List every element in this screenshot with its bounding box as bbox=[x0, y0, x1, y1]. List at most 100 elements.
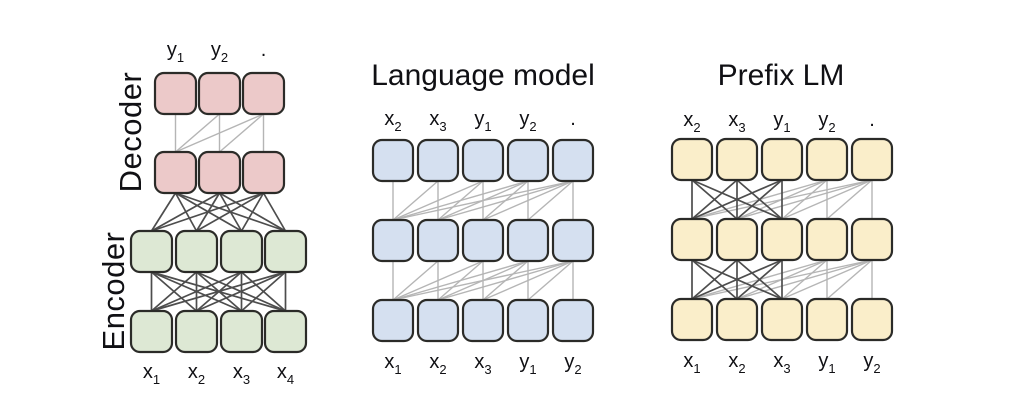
token-block bbox=[805, 297, 849, 342]
token-block bbox=[153, 150, 198, 195]
attention-edge-causal bbox=[736, 179, 873, 220]
token-label: x2 bbox=[429, 351, 446, 377]
attention-edge-causal bbox=[437, 260, 574, 301]
token-block bbox=[715, 217, 759, 262]
token-label: . bbox=[261, 39, 267, 61]
attention-edge-causal bbox=[736, 259, 873, 300]
attention-edge-fully_visible bbox=[196, 192, 264, 232]
token-block bbox=[263, 309, 308, 354]
attention-edge-causal bbox=[482, 180, 574, 221]
token-label: y2 bbox=[564, 351, 581, 377]
token-block bbox=[551, 298, 595, 343]
attention-edge-causal bbox=[826, 179, 873, 220]
attention-edge-fully_visible bbox=[691, 259, 738, 300]
attention-edge-causal bbox=[781, 259, 873, 300]
token-label: . bbox=[570, 108, 576, 130]
token-label: x2 bbox=[384, 108, 401, 134]
token-block bbox=[760, 137, 804, 182]
token-block bbox=[670, 217, 714, 262]
token-block bbox=[129, 229, 174, 274]
token-block bbox=[461, 298, 505, 343]
token-label: . bbox=[869, 109, 875, 131]
attention-edge-causal bbox=[392, 180, 529, 221]
token-label: x1 bbox=[683, 350, 700, 376]
attention-edge-fully_visible bbox=[262, 192, 287, 232]
attention-edge-causal bbox=[437, 180, 574, 221]
attention-edge-causal bbox=[781, 179, 873, 220]
token-block bbox=[461, 218, 505, 263]
attention-edge-causal bbox=[482, 260, 574, 301]
attention-edge-fully_visible bbox=[691, 259, 783, 300]
token-block bbox=[371, 138, 415, 183]
token-label: x3 bbox=[773, 350, 790, 376]
token-label: x3 bbox=[429, 108, 446, 134]
token-label: y1 bbox=[773, 109, 790, 135]
token-block bbox=[760, 297, 804, 342]
attention-edge-causal bbox=[392, 260, 529, 301]
attention-edge-fully_visible bbox=[150, 192, 177, 232]
attention-edge-causal bbox=[392, 260, 484, 301]
attention-edge-fully_visible bbox=[151, 271, 242, 312]
token-block bbox=[416, 138, 460, 183]
token-label: y2 bbox=[818, 109, 835, 135]
attention-edge-causal bbox=[175, 113, 220, 153]
attention-edge-causal bbox=[527, 260, 574, 301]
token-label: x1 bbox=[143, 361, 160, 387]
token-block bbox=[153, 71, 198, 116]
attention-edge-causal bbox=[826, 259, 873, 300]
attention-edge-fully_visible bbox=[151, 192, 264, 232]
token-label: x3 bbox=[728, 109, 745, 135]
token-block bbox=[371, 218, 415, 263]
token-block bbox=[219, 309, 264, 354]
attention-edge-causal bbox=[392, 180, 439, 221]
attention-edge-fully_visible bbox=[150, 271, 198, 312]
attention-edge-fully_visible bbox=[240, 192, 265, 232]
token-label: x3 bbox=[474, 351, 491, 377]
token-label: y1 bbox=[167, 39, 184, 65]
attention-edge-causal bbox=[392, 260, 574, 301]
attention-edge-fully_visible bbox=[691, 179, 783, 220]
token-block bbox=[197, 150, 242, 195]
token-block bbox=[850, 297, 894, 342]
token-block bbox=[174, 309, 219, 354]
token-label: y2 bbox=[519, 108, 536, 134]
token-block bbox=[371, 298, 415, 343]
token-block bbox=[461, 138, 505, 183]
attention-edge-fully_visible bbox=[691, 179, 738, 220]
attention-edge-fully_visible bbox=[151, 192, 220, 232]
token-label: y1 bbox=[519, 351, 536, 377]
token-label: y2 bbox=[863, 350, 880, 376]
token-block bbox=[551, 138, 595, 183]
attention-edge-causal bbox=[392, 180, 574, 221]
attention-edge-fully_visible bbox=[736, 259, 783, 300]
diagram-title-language-model: Language model bbox=[371, 59, 595, 92]
attention-edge-fully_visible bbox=[151, 271, 286, 312]
token-block bbox=[760, 217, 804, 262]
attention-edge-causal bbox=[219, 113, 264, 153]
token-block bbox=[715, 137, 759, 182]
token-block bbox=[715, 297, 759, 342]
token-block bbox=[551, 218, 595, 263]
attention-edge-causal bbox=[527, 180, 574, 221]
token-block bbox=[219, 229, 264, 274]
encoder-side-label: Encoder bbox=[96, 231, 131, 351]
token-block bbox=[263, 229, 308, 274]
attention-edge-fully_visible bbox=[196, 271, 286, 312]
token-block bbox=[174, 229, 219, 274]
token-block bbox=[241, 71, 286, 116]
token-block bbox=[670, 137, 714, 182]
token-label: y2 bbox=[211, 39, 228, 65]
token-block bbox=[506, 218, 550, 263]
token-label: x1 bbox=[384, 351, 401, 377]
token-block bbox=[129, 309, 174, 354]
attention-edge-fully_visible bbox=[240, 271, 287, 312]
token-block bbox=[670, 297, 714, 342]
token-label: x4 bbox=[277, 361, 294, 387]
decoder-side-label: Decoder bbox=[113, 71, 148, 193]
token-label: y1 bbox=[474, 108, 491, 134]
token-label: y1 bbox=[818, 350, 835, 376]
token-block bbox=[850, 217, 894, 262]
token-label: x2 bbox=[683, 109, 700, 135]
